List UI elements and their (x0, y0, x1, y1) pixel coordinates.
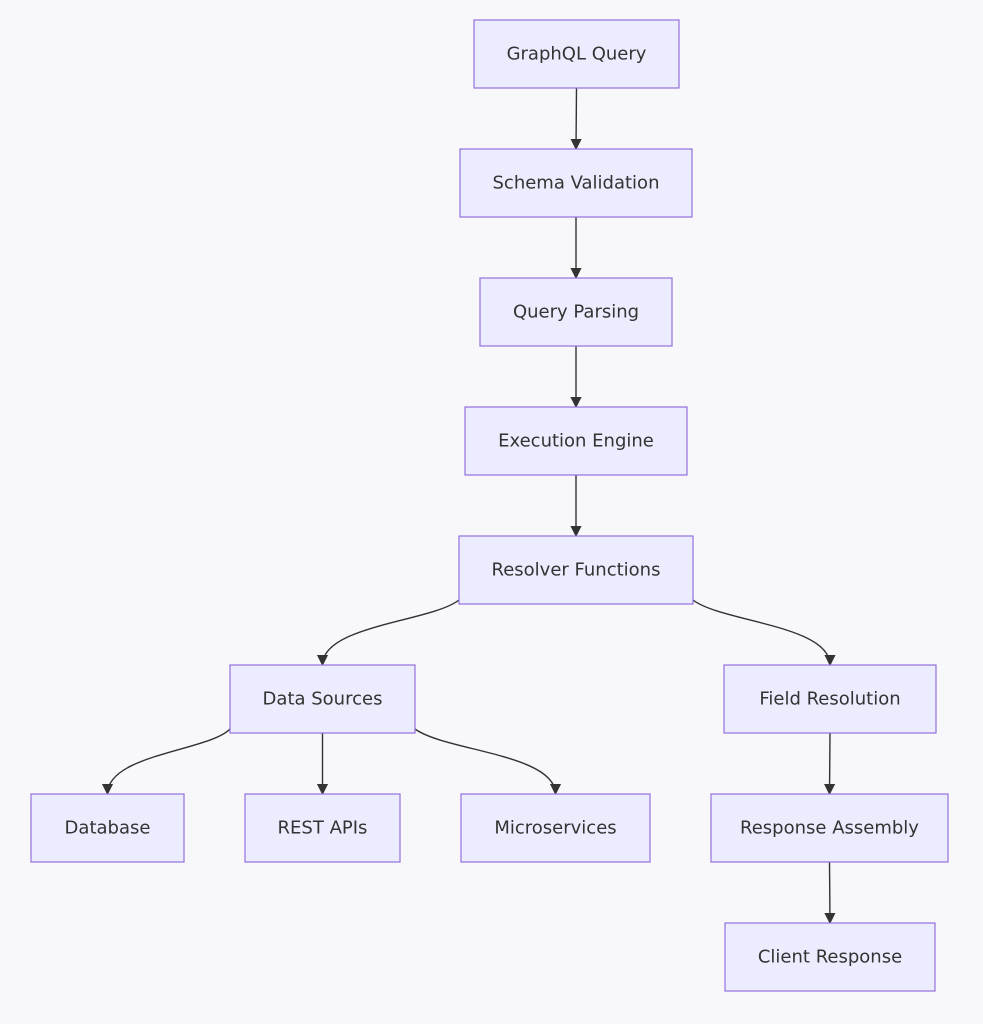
node-box-execution-engine (464, 406, 688, 476)
node-database: Database (30, 793, 185, 863)
node-label-execution-engine: Execution Engine (498, 431, 654, 452)
edge-field-resolution-to-response-assembly (823, 732, 836, 796)
node-box-graphql-query (473, 19, 680, 89)
node-label-database: Database (65, 818, 151, 839)
node-box-microservices (460, 793, 651, 863)
node-label-data-sources: Data Sources (263, 689, 383, 710)
node-box-query-parsing (479, 277, 673, 347)
node-resolver-functions: Resolver Functions (458, 535, 694, 605)
node-label-resolver-functions: Resolver Functions (492, 560, 661, 581)
edges-layer (101, 87, 836, 925)
node-data-sources: Data Sources (229, 664, 416, 734)
node-box-response-assembly (710, 793, 949, 863)
node-field-resolution: Field Resolution (723, 664, 937, 734)
node-execution-engine: Execution Engine (464, 406, 688, 476)
node-box-client-response (724, 922, 936, 992)
node-rest-apis: REST APIs (244, 793, 401, 863)
node-label-client-response: Client Response (758, 947, 902, 968)
node-box-resolver-functions (458, 535, 694, 605)
node-box-field-resolution (723, 664, 937, 734)
node-box-database (30, 793, 185, 863)
edge-data-sources-to-database (101, 728, 231, 796)
edge-graphql-query-to-schema-validation (570, 87, 582, 151)
node-response-assembly: Response Assembly (710, 793, 949, 863)
edge-resolver-functions-to-data-sources (316, 599, 460, 667)
node-label-graphql-query: GraphQL Query (507, 44, 647, 65)
node-label-field-resolution: Field Resolution (759, 689, 900, 710)
node-graphql-query: GraphQL Query (473, 19, 680, 89)
node-label-microservices: Microservices (494, 818, 616, 839)
node-schema-validation: Schema Validation (459, 148, 693, 218)
node-label-schema-validation: Schema Validation (493, 173, 660, 194)
edge-response-assembly-to-client-response (824, 861, 836, 925)
node-client-response: Client Response (724, 922, 936, 992)
node-label-response-assembly: Response Assembly (740, 818, 919, 839)
node-query-parsing: Query Parsing (479, 277, 673, 347)
node-label-query-parsing: Query Parsing (513, 302, 639, 323)
node-box-rest-apis (244, 793, 401, 863)
node-box-data-sources (229, 664, 416, 734)
edge-data-sources-to-microservices (414, 728, 562, 796)
edge-resolver-functions-to-field-resolution (692, 599, 836, 667)
node-box-schema-validation (459, 148, 693, 218)
node-microservices: Microservices (460, 793, 651, 863)
node-label-rest-apis: REST APIs (278, 818, 368, 839)
